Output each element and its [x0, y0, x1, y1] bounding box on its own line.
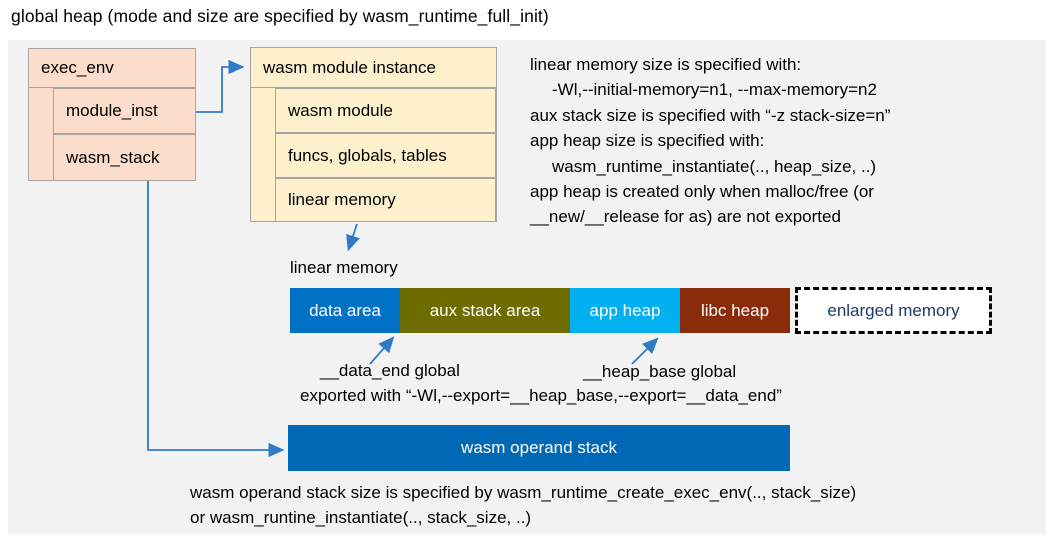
note-line: -Wl,--initial-memory=n1, --max-memory=n2: [552, 80, 877, 100]
operand-stack-notes: wasm operand stack size is specified by …: [190, 481, 856, 530]
export-flags-label: exported with “-Wl,--export=__heap_base,…: [300, 386, 782, 405]
wasm-module-box: wasm module: [275, 88, 496, 133]
segment-data-area: data area: [290, 288, 400, 333]
note-line: app heap is created only when malloc/fre…: [530, 182, 874, 202]
note-line: or wasm_runtine_instantiate(.., stack_si…: [190, 507, 532, 527]
note-line: wasm_runtime_instantiate(.., heap_size, …: [552, 156, 877, 176]
exec-env-header: exec_env: [28, 48, 196, 88]
segment-aux-stack-area: aux stack area: [400, 288, 570, 333]
note-line: wasm operand stack size is specified by …: [190, 483, 857, 502]
wasm-operand-stack-bar: wasm operand stack: [288, 425, 790, 471]
diagram-title: global heap (mode and size are specified…: [11, 6, 549, 26]
note-line: __new/__release for as) are not exported: [530, 207, 841, 227]
module-inst-box: module_inst: [53, 88, 196, 134]
linear-memory-box: linear memory: [275, 178, 496, 222]
data-end-global-label: __data_end global: [320, 361, 460, 380]
segment-libc-heap: libc heap: [680, 288, 790, 333]
heap-base-global-label: __heap_base global: [583, 362, 737, 381]
funcs-globals-tables-box: funcs, globals, tables: [275, 133, 496, 178]
segment-app-heap: app heap: [570, 288, 680, 333]
wasm-module-instance-header: wasm module instance: [250, 47, 497, 88]
memory-size-notes: linear memory size is specified with: -W…: [530, 52, 890, 230]
wasm-stack-box: wasm_stack: [53, 134, 196, 181]
note-line: app heap size is specified with:: [530, 131, 765, 151]
note-line: linear memory size is specified with:: [530, 55, 802, 74]
linear-memory-label: linear memory: [290, 258, 398, 277]
note-line: aux stack size is specified with “-z sta…: [530, 105, 891, 125]
segment-enlarged-memory: enlarged memory: [795, 287, 992, 334]
